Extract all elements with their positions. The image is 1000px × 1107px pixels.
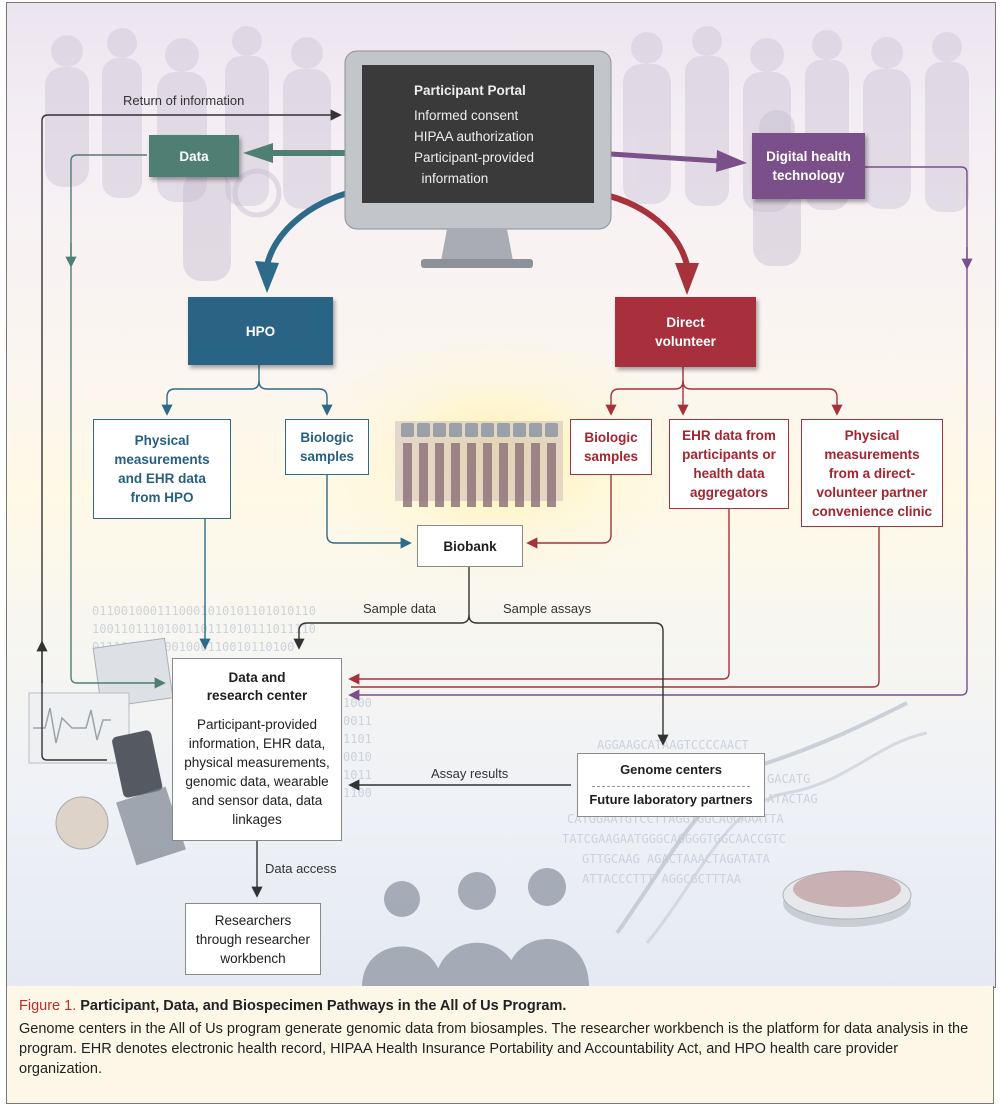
dv-ehr-to-center-line bbox=[348, 509, 730, 685]
svg-text:AGGAAGCATAAGTCCCCAACT: AGGAAGCATAAGTCCCCAACT bbox=[597, 738, 749, 752]
svg-text:ATTACCCTTT AGGCGCTTTAA: ATTACCCTTT AGGCGCTTTAA bbox=[582, 872, 742, 886]
sample-assays-line bbox=[468, 614, 669, 746]
dv-biologic-box: Biologic samples bbox=[570, 419, 652, 475]
return-info-label: Return of information bbox=[123, 93, 245, 108]
figure-caption: Figure 1. Participant, Data, and Biospec… bbox=[6, 986, 994, 1104]
dna-helix-strand-2 bbox=[645, 731, 928, 944]
medical-props bbox=[28, 637, 186, 866]
sample-assays-label: Sample assays bbox=[503, 601, 592, 616]
portal-item: information bbox=[414, 171, 489, 186]
researchers-box: Researchers through researcher workbench bbox=[185, 903, 321, 975]
caption-title: Participant, Data, and Biospecimen Pathw… bbox=[80, 998, 567, 1014]
data-research-center-box: Data and research center Participant-pro… bbox=[172, 658, 342, 841]
test-tube-rack bbox=[395, 421, 563, 507]
data-center-body: Participant-provided information, EHR da… bbox=[184, 717, 330, 827]
svg-text:100110111010011011101011101111: 1001101110100110111010111011110 bbox=[92, 622, 316, 636]
digital-to-center-line bbox=[348, 166, 968, 701]
portal-item: Participant-provided bbox=[414, 150, 535, 165]
data-box: Data bbox=[149, 135, 239, 177]
svg-text:1101: 1101 bbox=[343, 732, 372, 746]
data-access-label: Data access bbox=[265, 861, 337, 876]
direct-branch-line bbox=[605, 367, 684, 416]
dv-biologic-to-biobank-line bbox=[526, 475, 612, 549]
caption-text: Genome centers in the All of Us program … bbox=[19, 1021, 969, 1077]
portal-title: Participant Portal bbox=[414, 83, 526, 98]
hpo-physical-box: Physical measurements and EHR data from … bbox=[93, 419, 231, 519]
data-to-center-line bbox=[70, 154, 166, 689]
hpo-box: HPO bbox=[188, 297, 333, 365]
dv-physical-box: Physical measurements from a direct- vol… bbox=[801, 419, 943, 527]
genome-centers-label: Genome centers bbox=[620, 762, 722, 777]
caption-number: Figure 1. bbox=[19, 998, 77, 1014]
sample-data-line bbox=[293, 567, 470, 650]
hpo-biologic-box: Biologic samples bbox=[285, 419, 369, 475]
future-labs-label: Future laboratory partners bbox=[589, 792, 753, 807]
hpo-branch-line bbox=[161, 365, 260, 416]
assay-results-label: Assay results bbox=[431, 766, 509, 781]
petri-dish bbox=[782, 870, 912, 927]
data-center-title: Data and research center bbox=[206, 670, 308, 703]
direct-volunteer-box: Direct volunteer bbox=[615, 297, 756, 367]
svg-text:TATCGAAGAATGGGCAGGGGTGGCAACCGT: TATCGAAGAATGGGCAGGGGTGGCAACCGTC bbox=[562, 832, 786, 846]
biobank-box: Biobank bbox=[417, 525, 523, 567]
participant-portal-screen: Participant Portal Informed consent HIPA… bbox=[362, 65, 594, 203]
digital-health-box: Digital health technology bbox=[752, 133, 865, 199]
return-info-line bbox=[41, 109, 342, 761]
sample-data-label: Sample data bbox=[363, 601, 436, 616]
portal-to-hpo-arrow bbox=[264, 188, 356, 266]
svg-text:GACATG: GACATG bbox=[767, 772, 810, 786]
svg-text:0010: 0010 bbox=[343, 750, 372, 764]
diagram-figure: 0110010001110001010101101010110 10011011… bbox=[6, 2, 996, 988]
genome-centers-divider bbox=[592, 786, 750, 787]
svg-text:GTTGCAAG AGACTAAACTAGATATA: GTTGCAAG AGACTAAACTAGATATA bbox=[582, 852, 771, 866]
genome-centers-box: Genome centers Future laboratory partner… bbox=[577, 753, 765, 817]
dv-ehr-box: EHR data from participants or health dat… bbox=[669, 419, 789, 509]
portal-item: Informed consent bbox=[414, 108, 519, 123]
dv-physical-to-center-line bbox=[351, 527, 880, 688]
portal-item: HIPAA authorization bbox=[414, 129, 534, 144]
caption-title-line: Figure 1. Participant, Data, and Biospec… bbox=[19, 998, 979, 1014]
svg-text:011001000111000101010110101011: 0110010001110001010101101010110 bbox=[92, 604, 316, 618]
hpo-biologic-to-biobank-line bbox=[326, 475, 412, 549]
svg-text:0011: 0011 bbox=[343, 714, 372, 728]
portal-to-direct-arrow bbox=[596, 190, 690, 266]
svg-text:1011: 1011 bbox=[343, 768, 372, 782]
portal-to-digital-arrow bbox=[594, 150, 720, 164]
researcher-silhouettes bbox=[362, 868, 589, 987]
